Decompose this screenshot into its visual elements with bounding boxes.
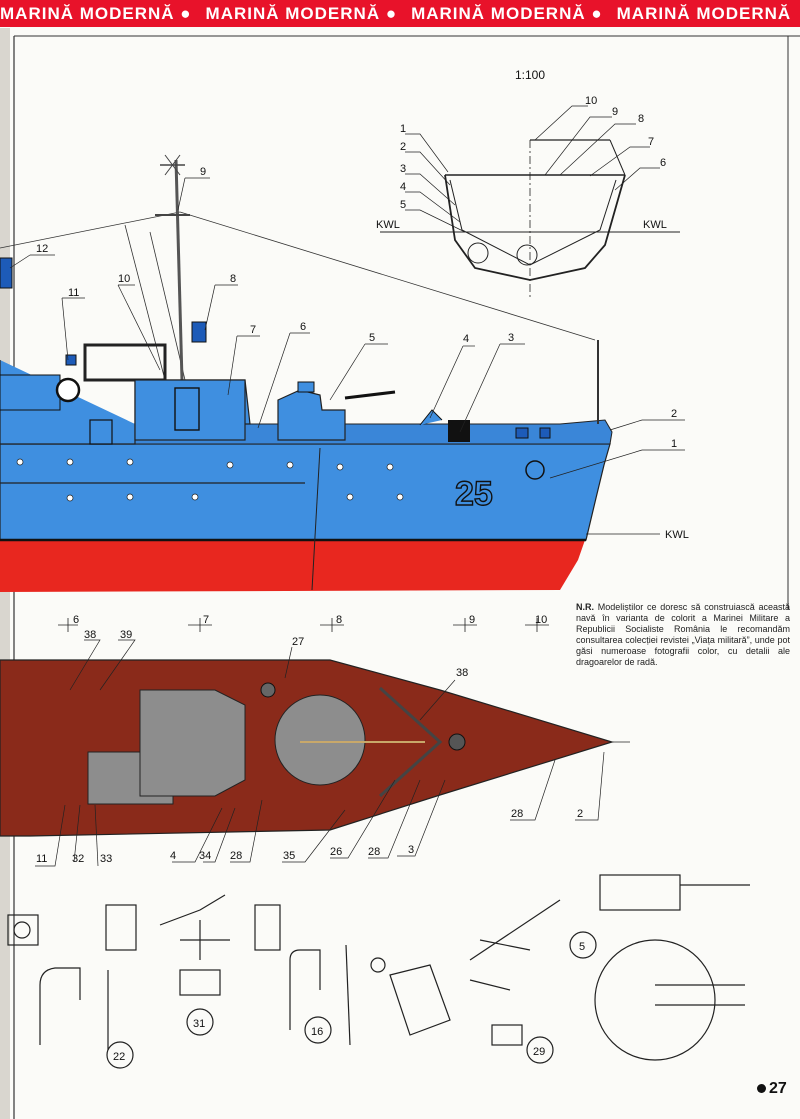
life-ring [55, 377, 81, 403]
detail-callout-29: 29 [533, 1046, 545, 1058]
detail-5-circle [569, 931, 597, 959]
kwl-label-side: KWL [665, 529, 689, 541]
hull-above-waterline [0, 443, 611, 541]
station-7: 7 [203, 614, 209, 626]
bullet-icon [757, 1084, 766, 1094]
section-callout-7: 7 [648, 136, 654, 148]
plan-callout-38b: 38 [456, 667, 468, 679]
scale-label: 1:100 [515, 68, 545, 82]
anchor-icon [525, 460, 545, 480]
detail-31-circle [186, 1008, 214, 1036]
section-callout-4: 4 [400, 181, 406, 193]
door [174, 387, 200, 431]
section-callout-5: 5 [400, 199, 406, 211]
detail-callout-16: 16 [311, 1026, 323, 1038]
detail-davit [39, 967, 81, 1045]
plan-callout-28a: 28 [230, 850, 242, 862]
detail-29-circle [526, 1036, 554, 1064]
detail-winch [7, 914, 39, 946]
detail-vent [105, 904, 137, 951]
side-callout-6: 6 [300, 321, 306, 333]
gun-mount-plan [274, 694, 366, 786]
plan-callout-27: 27 [292, 636, 304, 648]
section-callout-1: 1 [400, 123, 406, 135]
deck-gun [277, 389, 346, 441]
plan-view: 6 7 8 9 10 38 39 27 38 11 32 33 4 34 28 … [0, 614, 630, 867]
section-callout-2: 2 [400, 141, 406, 153]
detail-callout-31: 31 [193, 1018, 205, 1030]
plan-callout-4: 4 [170, 850, 176, 862]
detail-callout-22: 22 [113, 1051, 125, 1063]
cross-section: 1:100 KWL KWL 1 2 3 4 5 6 7 8 9 10 [376, 68, 680, 300]
page-number-text: 27 [769, 1080, 787, 1097]
plan-callout-34: 34 [199, 850, 211, 862]
kwl-label-left: KWL [376, 219, 400, 231]
bridge-plan [139, 689, 246, 797]
detail-16-circle [304, 1016, 332, 1044]
side-callout-1: 1 [671, 438, 677, 450]
station-9: 9 [469, 614, 475, 626]
section-callout-3: 3 [400, 163, 406, 175]
inner-hull [449, 179, 617, 266]
section-callout-6: 6 [660, 157, 666, 169]
banner-item: MARINĂ MODERNĂ ● [0, 4, 192, 23]
plan-callout-32: 32 [72, 853, 84, 865]
plan-callout-28c: 28 [511, 808, 523, 820]
bridge-rail [83, 343, 167, 382]
breakwater [378, 686, 443, 798]
side-callout-4: 4 [463, 333, 469, 345]
section-callout-8: 8 [638, 113, 644, 125]
plan-callout-2: 2 [577, 808, 583, 820]
capstan-plan [448, 733, 466, 751]
section-callout-10: 10 [585, 95, 597, 107]
hull-outline [444, 174, 626, 281]
page-number: 27 [757, 1080, 787, 1098]
side-callout-8: 8 [230, 273, 236, 285]
bilge-keel-right [516, 244, 538, 266]
section-callout-9: 9 [612, 106, 618, 118]
side-callout-3: 3 [508, 332, 514, 344]
side-callout-10: 10 [118, 273, 130, 285]
station-10: 10 [535, 614, 547, 626]
detail-seat [389, 964, 451, 1036]
plan-callout-3: 3 [408, 844, 414, 856]
detail-gun-plan [594, 939, 716, 1061]
side-callout-11: 11 [68, 287, 79, 299]
magazine-banner: MARINĂ MODERNĂ ● MARINĂ MODERNĂ ● MARINĂ M… [0, 0, 800, 27]
bilge-keel-left [467, 242, 489, 264]
note-text: Modeliștilor ce doresc să construiască a… [576, 602, 790, 667]
plan-callout-26: 26 [330, 846, 342, 858]
banner-item: MARINĂ MODERNĂ [616, 4, 792, 23]
banner-item: MARINĂ MODERNĂ ● [411, 4, 603, 23]
detail-22-circle [106, 1041, 134, 1069]
detail-callout-5: 5 [579, 941, 585, 953]
side-callout-5: 5 [369, 332, 375, 344]
detail-drawings [7, 874, 750, 1069]
plan-callout-33: 33 [100, 853, 112, 865]
side-callout-9: 9 [200, 166, 206, 178]
hull-below-waterline [0, 540, 585, 592]
editor-note: N.R. Modeliștilor ce doresc să construia… [576, 602, 790, 668]
plan-callout-28b: 28 [368, 846, 380, 858]
note-prefix: N.R. [576, 602, 594, 612]
plan-callout-35: 35 [283, 850, 295, 862]
kwl-label-right: KWL [643, 219, 667, 231]
side-callout-12: 12 [36, 243, 48, 255]
plan-callout-39: 39 [120, 629, 132, 641]
deckhouse-side [609, 139, 626, 176]
plan-callout-11: 11 [36, 853, 47, 865]
station-6: 6 [73, 614, 79, 626]
hull-number: 25 [455, 475, 493, 513]
capstan [448, 420, 470, 442]
station-8: 8 [336, 614, 342, 626]
side-callout-2: 2 [671, 408, 677, 420]
plan-callout-38a: 38 [84, 629, 96, 641]
side-view: KWL 25 [0, 154, 689, 592]
banner-item: MARINĂ MODERNĂ ● [205, 4, 398, 23]
side-callout-7: 7 [250, 324, 256, 336]
